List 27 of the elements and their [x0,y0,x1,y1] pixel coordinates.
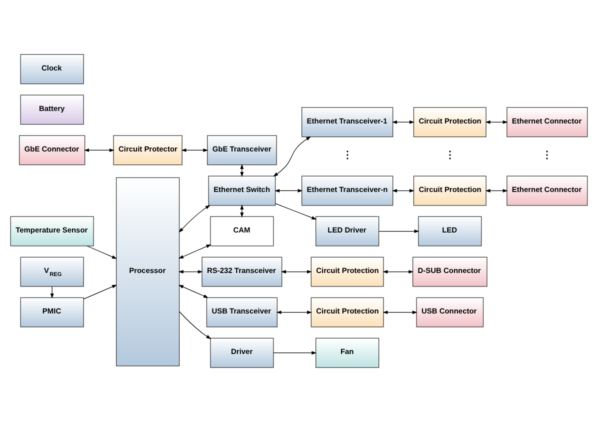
arrow [178,204,210,233]
label: ⋮ [342,150,352,162]
arrow [392,188,414,192]
arrow [382,270,414,274]
arrow [178,284,209,298]
arrow [275,203,317,220]
arrow [86,246,117,259]
arrow [179,311,212,340]
label: ⋮ [444,150,455,162]
arrow [485,188,508,192]
arrow [181,148,208,152]
arrow [392,120,414,124]
arrow [83,284,118,300]
label: ⋮ [542,150,552,162]
arrow [240,204,244,218]
arrow [378,230,420,234]
arrow [84,148,114,152]
arrow [276,310,312,314]
arrow [382,310,418,314]
arrow [273,136,311,177]
arrow [281,270,312,274]
arrow [274,188,303,192]
arrow [178,270,203,274]
arrow [485,120,508,124]
arrow [178,244,212,259]
arrow [273,351,317,355]
arrow [240,164,244,177]
